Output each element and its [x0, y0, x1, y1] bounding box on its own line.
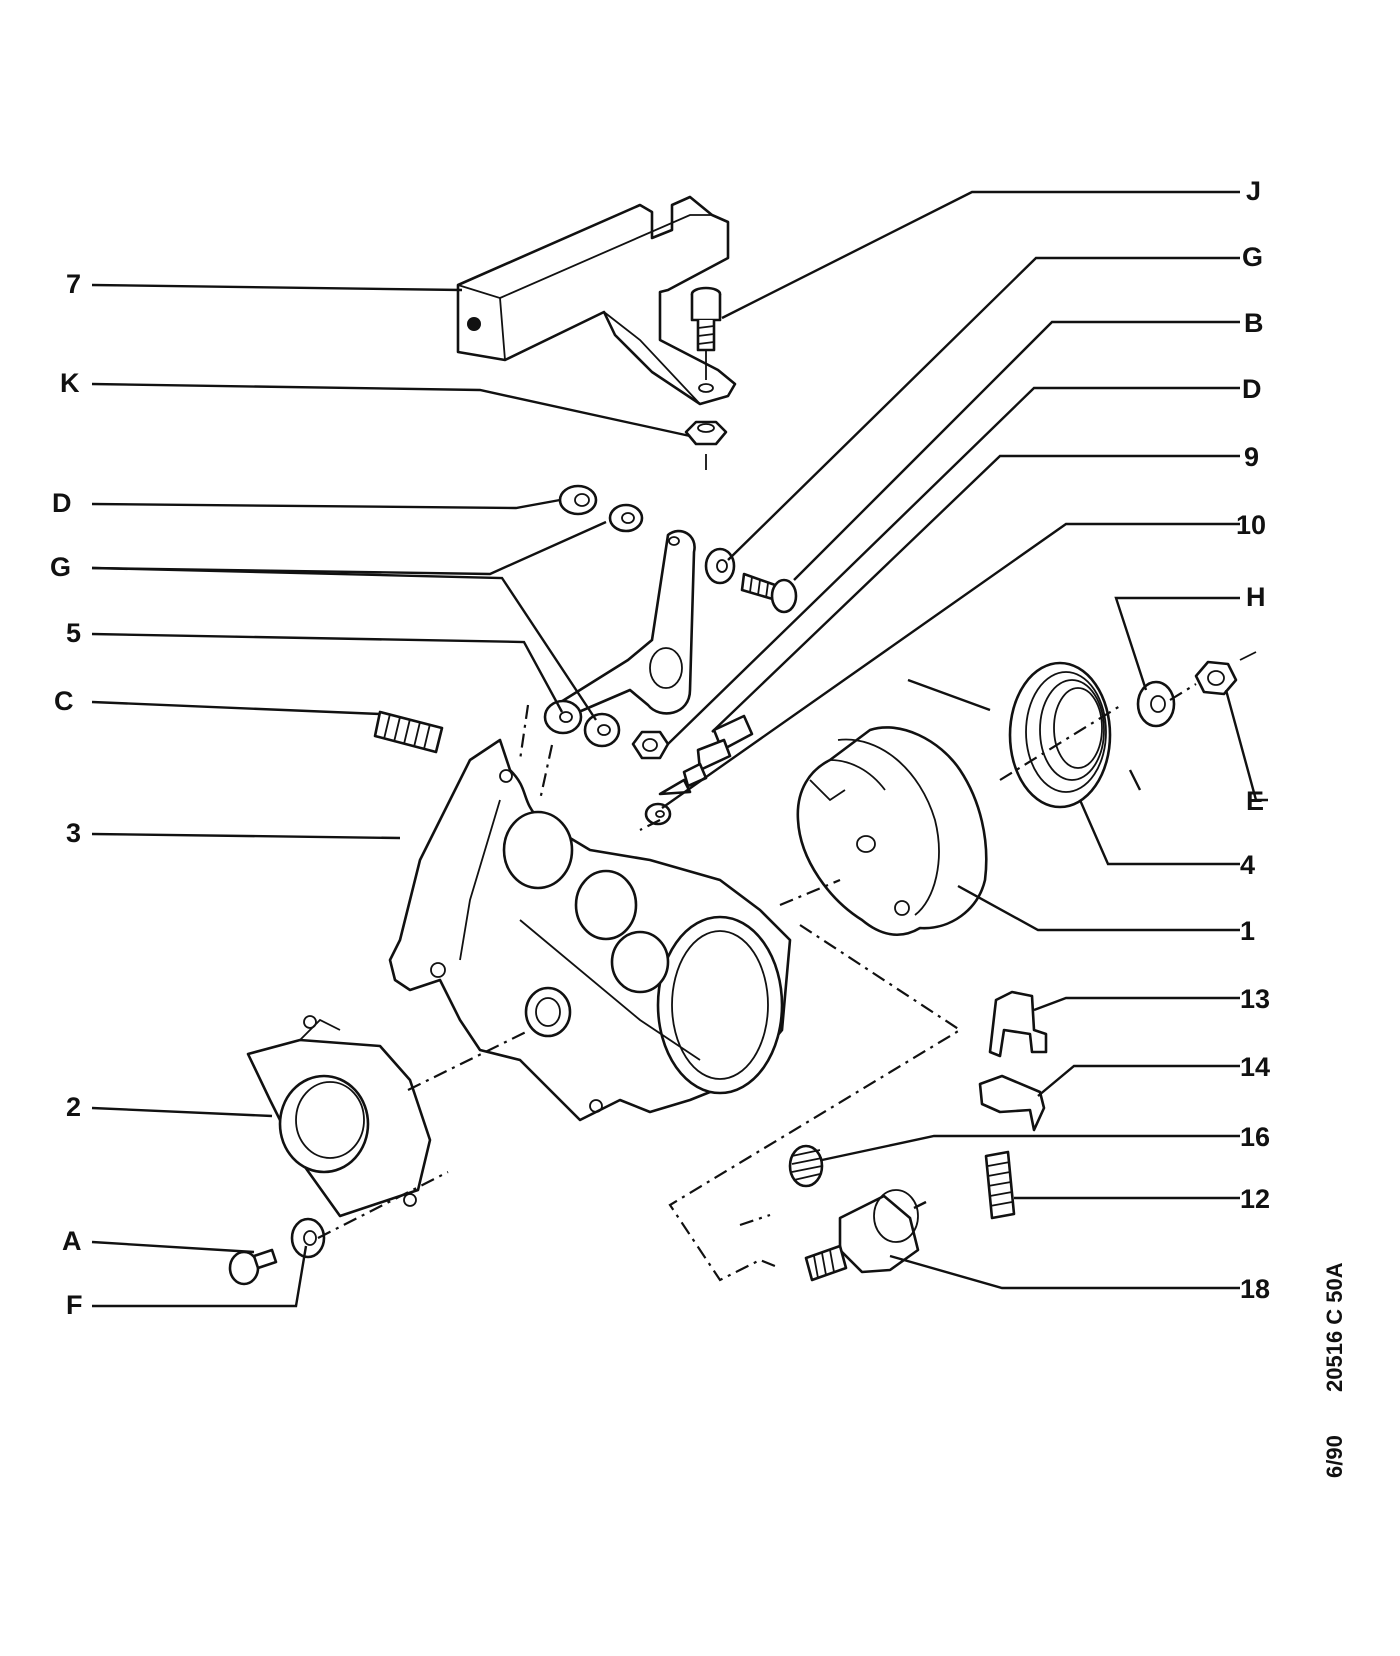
- part-d-nut-upper: [558, 484, 598, 516]
- part-g-washer-right: [704, 547, 736, 585]
- callout-7: 7: [66, 269, 81, 299]
- callout-16: 16: [1240, 1122, 1270, 1152]
- part-16-spring: [788, 1144, 824, 1188]
- callout-2: 2: [66, 1092, 81, 1122]
- callout-a: A: [62, 1226, 82, 1256]
- part-9-adjusting-screw: [658, 714, 754, 796]
- callout-14: 14: [1240, 1052, 1270, 1082]
- part-g-washer-lower: [583, 712, 621, 748]
- part-1-spring-housing: [796, 726, 988, 936]
- callout-d-left: D: [52, 488, 72, 518]
- callout-f: F: [66, 1290, 83, 1320]
- callout-10: 10: [1236, 510, 1266, 540]
- callout-3: 3: [66, 818, 81, 848]
- callout-g-right: G: [1242, 242, 1263, 272]
- callout-4: 4: [1240, 850, 1255, 880]
- part-12-spring: [984, 1150, 1016, 1220]
- part-3-throttle-body: [388, 738, 792, 1122]
- reference-code: 20516 C 50A: [1322, 1262, 1347, 1392]
- part-g-washer-upper: [608, 503, 644, 533]
- callout-j: J: [1246, 176, 1261, 206]
- callout-c: C: [54, 686, 74, 716]
- assembly-lines: [317, 683, 1197, 1282]
- part-b-screw: [740, 572, 798, 614]
- part-7-bracket: [456, 195, 737, 406]
- part-4-coil-spring: [907, 661, 1142, 809]
- part-14-pin: [978, 1074, 1046, 1132]
- callout-k: K: [60, 368, 80, 398]
- callout-d-right: D: [1242, 374, 1262, 404]
- callout-labels-right: J G B D 9 10 H E 4 1 13 14 16 12 18: [1236, 176, 1270, 1304]
- callout-labels-left: 7 K D G 5 C 3 2 A F: [50, 269, 83, 1320]
- part-18-switch: [804, 1189, 927, 1282]
- part-e-nut: [1194, 651, 1257, 696]
- part-d-nut-lower: [631, 730, 670, 760]
- date-code: 6/90: [1322, 1435, 1347, 1478]
- callout-5: 5: [66, 618, 81, 648]
- leader-lines: [91, 190, 1268, 1308]
- callout-g-left: G: [50, 552, 71, 582]
- part-h-washer: [1136, 680, 1176, 728]
- callout-b: B: [1244, 308, 1264, 338]
- part-j-screw: [690, 286, 722, 380]
- callout-1: 1: [1240, 916, 1255, 946]
- part-5-washer-lower: [543, 699, 583, 735]
- part-2-position-sensor: [246, 1015, 432, 1218]
- callout-13: 13: [1240, 984, 1270, 1014]
- callout-e: E: [1246, 786, 1264, 816]
- part-13-clip: [988, 990, 1048, 1058]
- part-5-lever: [546, 529, 696, 731]
- part-a-screw: [228, 1248, 278, 1286]
- callout-9: 9: [1244, 442, 1259, 472]
- part-10-washer: [644, 802, 672, 826]
- part-k-nut: [684, 420, 728, 470]
- part-c-stud: [373, 710, 444, 754]
- callout-h: H: [1246, 582, 1266, 612]
- part-f-washer: [290, 1217, 326, 1259]
- callout-12: 12: [1240, 1184, 1270, 1214]
- callout-18: 18: [1240, 1274, 1270, 1304]
